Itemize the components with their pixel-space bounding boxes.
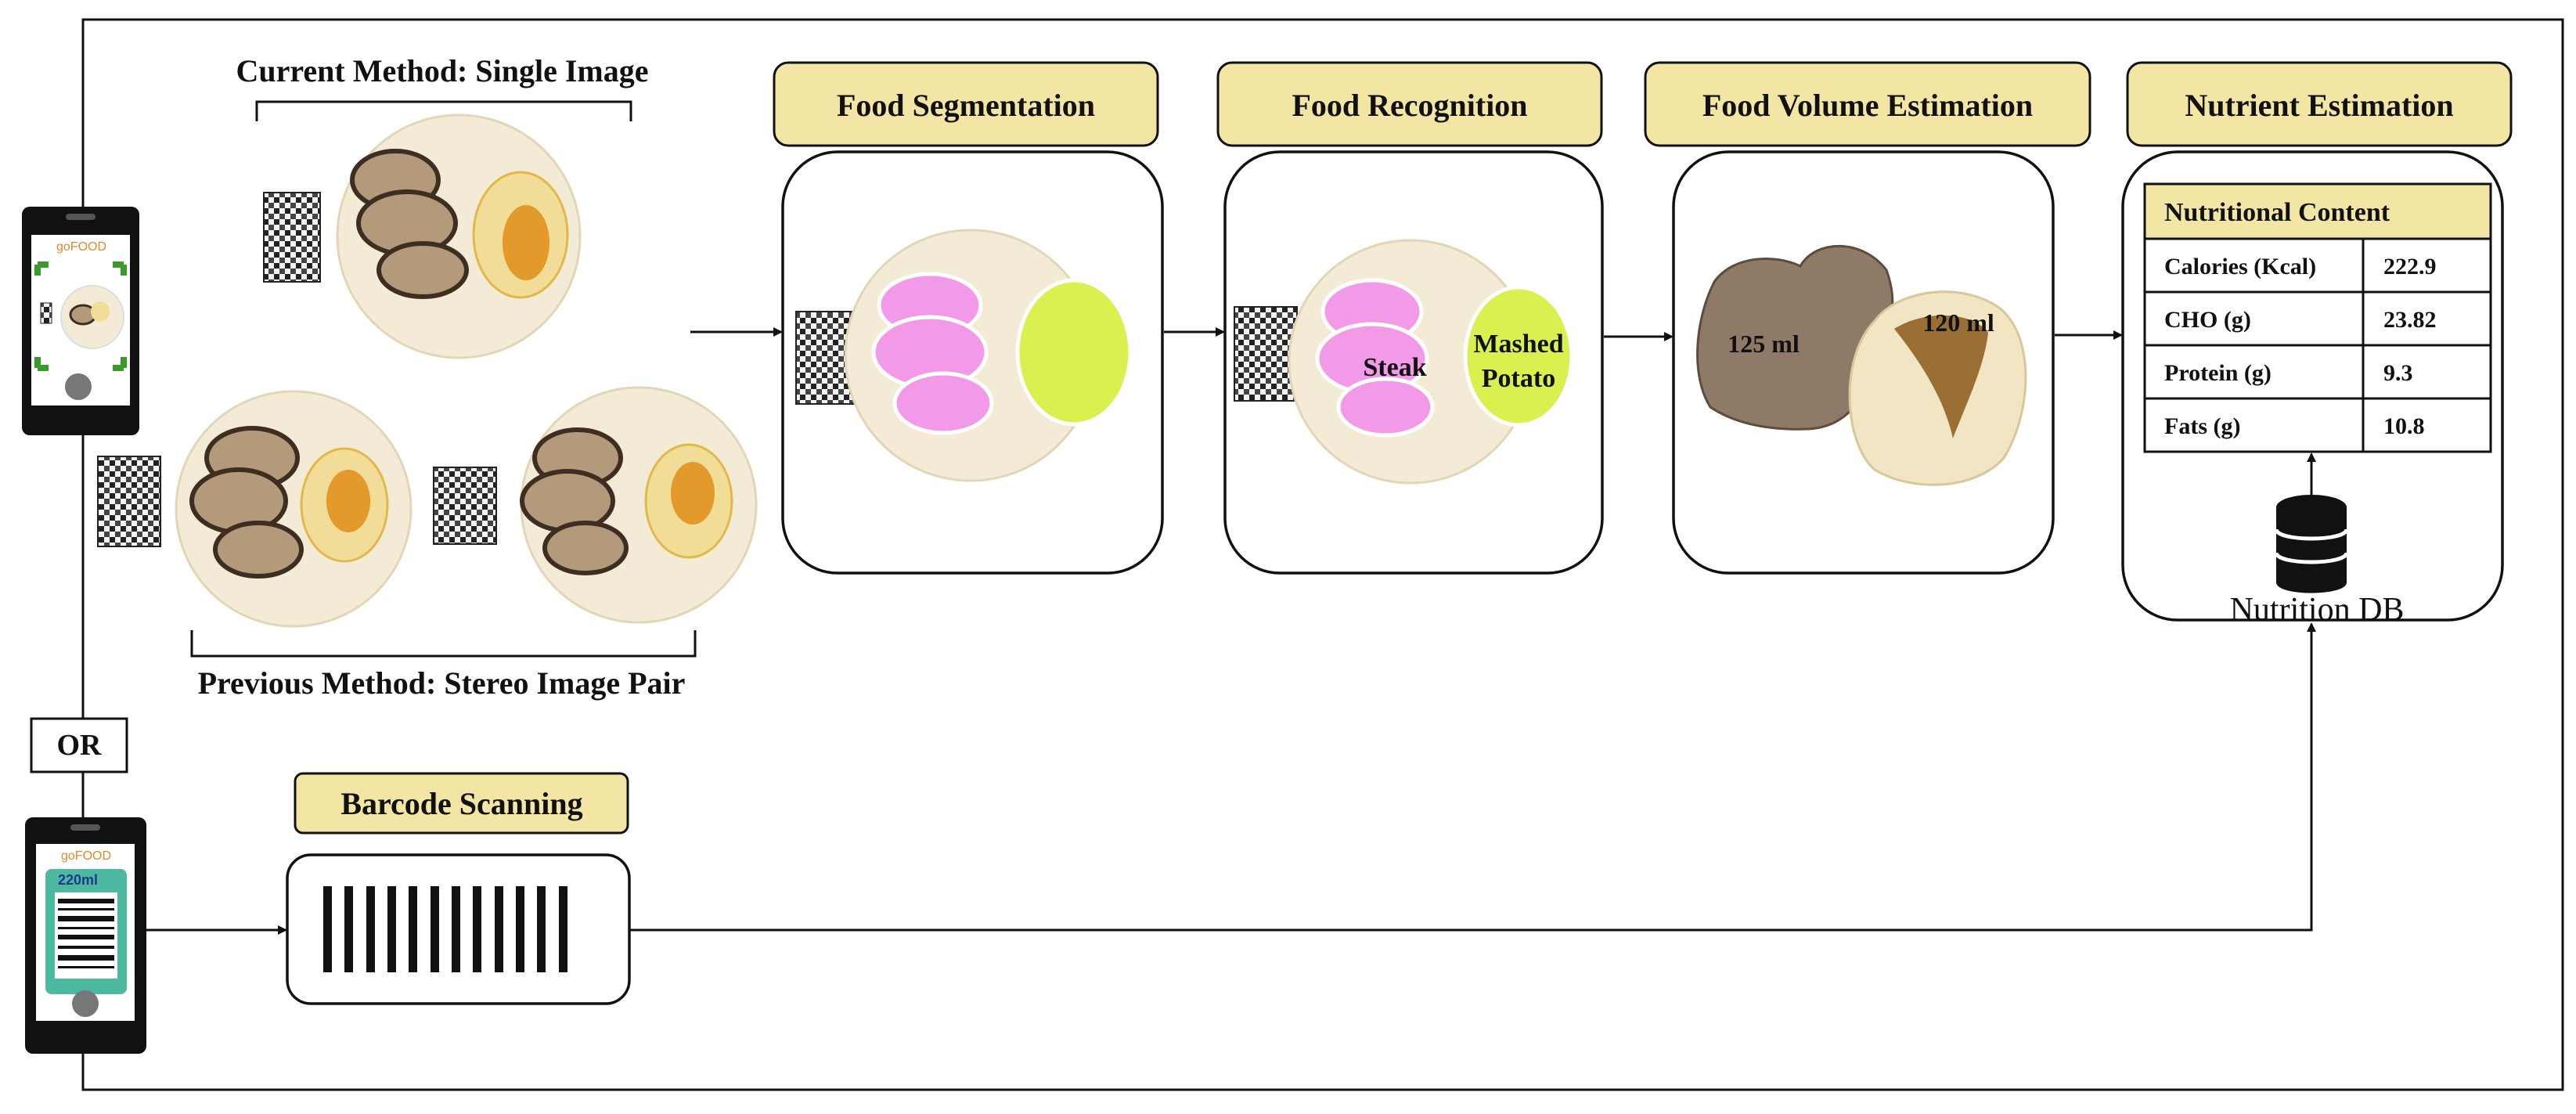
nutrient-title: Nutrient Estimation (2185, 88, 2453, 123)
table-row (2143, 237, 2365, 294)
single-image-bracket (255, 100, 632, 121)
phone2-product-size: 220ml (58, 872, 98, 888)
volume-title: Food Volume Estimation (1702, 88, 2033, 123)
stage-volume: Food Volume Estimation 125 ml 120 ml (1644, 61, 2091, 575)
table-row (2143, 397, 2365, 453)
or-label: OR (57, 729, 103, 762)
row-value-fats: 10.8 (2383, 413, 2425, 439)
row-value-cho: 23.82 (2383, 307, 2437, 333)
barcode-icon (323, 886, 567, 972)
stereo-title: Previous Method: Stereo Image Pair (198, 665, 686, 701)
recognition-title: Food Recognition (1292, 88, 1527, 123)
arrow-barcode-to-db (629, 622, 2316, 932)
nutrition-table: Nutritional Content Calories (Kcal) 222.… (2143, 182, 2492, 453)
row-value-calories: 222.9 (2383, 254, 2437, 279)
phone2-brand: goFOOD (61, 849, 111, 863)
phone2-shutter-button (72, 990, 99, 1017)
nutrition-table-header (2143, 182, 2492, 240)
stage-nutrient: Nutrient Estimation Nutritional Content … (2121, 61, 2513, 628)
segmentation-title: Food Segmentation (837, 88, 1095, 123)
phone-camera-app: goFOOD (22, 207, 139, 435)
single-image-photo (263, 114, 582, 359)
nutrition-db-label: Nutrition DB (2230, 592, 2405, 628)
row-label-fats: Fats (g) (2164, 413, 2240, 439)
database-icon (2274, 495, 2349, 593)
barcode-header (294, 772, 629, 835)
stereo-bracket (190, 630, 697, 658)
nutrient-header (2126, 61, 2513, 147)
table-row (2143, 344, 2365, 400)
volume-potato-label: 120 ml (1922, 308, 1994, 337)
volume-steak-label: 125 ml (1728, 330, 1800, 358)
row-label-protein: Protein (g) (2164, 360, 2272, 386)
nutrition-table-title: Nutritional Content (2164, 198, 2390, 227)
phone-barcode-app: goFOOD 220ml (25, 817, 146, 1054)
recognition-mashed-label: Mashed (1473, 330, 1563, 359)
recognition-header (1216, 61, 1603, 147)
phone1-brand: goFOOD (56, 240, 106, 254)
outer-frame (81, 18, 2564, 1091)
or-box (30, 717, 128, 773)
row-label-cho: CHO (g) (2164, 307, 2251, 333)
recognition-steak-label: Steak (1363, 353, 1426, 382)
row-value-protein: 9.3 (2383, 360, 2413, 386)
barcode-title: Barcode Scanning (340, 786, 582, 821)
phone1-shutter-button (65, 373, 92, 400)
volume-header (1644, 61, 2091, 147)
stage-barcode: Barcode Scanning (286, 772, 631, 1005)
stereo-left-photo (97, 390, 413, 628)
reference-card (263, 192, 321, 283)
row-label-calories: Calories (Kcal) (2164, 254, 2316, 279)
recognition-potato-label: Potato (1482, 364, 1555, 393)
stage-recognition: Food Recognition Steak Mashed Potato (1216, 61, 1604, 575)
single-image-title: Current Method: Single Image (236, 53, 649, 88)
stereo-right-photo (433, 386, 758, 624)
segmentation-header (773, 61, 1159, 147)
stage-segmentation: Food Segmentation (773, 61, 1164, 575)
